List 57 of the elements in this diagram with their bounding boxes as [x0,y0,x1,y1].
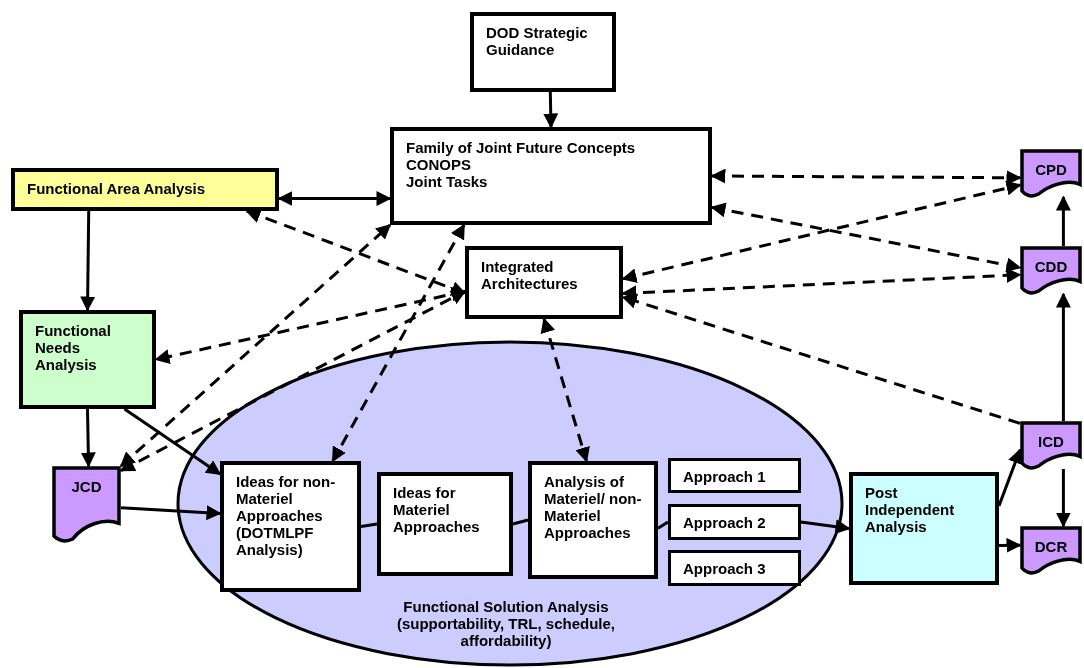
node-label: Analysis of Materiel/ non-Materiel Approaches [544,473,642,541]
arrow [997,448,1023,507]
arrow [543,91,559,129]
node-label: Ideas for Materiel Approaches [393,484,481,535]
arrow [999,537,1022,553]
process-box [528,461,658,579]
approach-box [668,504,801,540]
process-box [470,12,616,92]
node-label: Approach 2 [683,514,767,531]
node-label: Family of Joint Future Concepts [406,139,637,156]
node-label: DCR [1033,538,1069,555]
dashed-arrow [710,202,1022,273]
arrow [80,408,96,468]
node-label: Integrated Architectures [481,258,579,292]
arrow [120,505,222,521]
connector-line [657,520,669,530]
arrow [1055,195,1071,246]
node-label: Ideas for non-Materiel Approaches (DOTMLPF Analysis) [236,473,337,558]
dashed-arrow [621,267,1022,301]
dashed-arrow [710,168,1022,186]
node-label: CPD [1034,161,1068,178]
process-box [390,127,712,225]
node-label: ICD [1037,433,1065,450]
process-box [849,472,999,585]
approach-box [668,458,801,493]
connector-line [360,522,378,528]
dashed-arrow [540,317,590,463]
arrow [277,191,392,207]
arrow [80,210,96,312]
process-box [465,246,623,319]
arrow [1055,469,1071,528]
node-label: JCD [70,478,103,495]
arrow [800,519,851,535]
node-label: Approach 1 [683,468,767,485]
dashed-arrow [331,223,466,463]
node-label: Functional Area Analysis [27,180,207,197]
connector-line [512,518,529,526]
node-label: Functional Needs Analysis [35,322,112,373]
node-label: CONOPS [406,156,472,173]
dashed-arrow [119,289,467,472]
approach-box [668,550,801,586]
dashed-arrow [245,208,467,296]
dashed-arrow [621,294,1021,425]
node-label: Approach 3 [683,560,767,577]
process-box [19,310,156,409]
node-label: Post Independent Analysis [865,484,956,535]
arrow [1055,292,1071,421]
dashed-arrow [621,180,1022,284]
process-box [377,472,513,576]
arrow [123,407,222,476]
node-label: Joint Tasks [406,173,489,190]
node-label: CDD [1033,258,1069,275]
node-label: Functional Solution Analysis (supportability, TRL, schedule, affordability) [395,598,617,649]
node-label: DOD Strategic Guidance [486,24,589,58]
process-box [220,461,361,592]
process-box [11,168,279,211]
dashed-arrow [119,223,392,468]
